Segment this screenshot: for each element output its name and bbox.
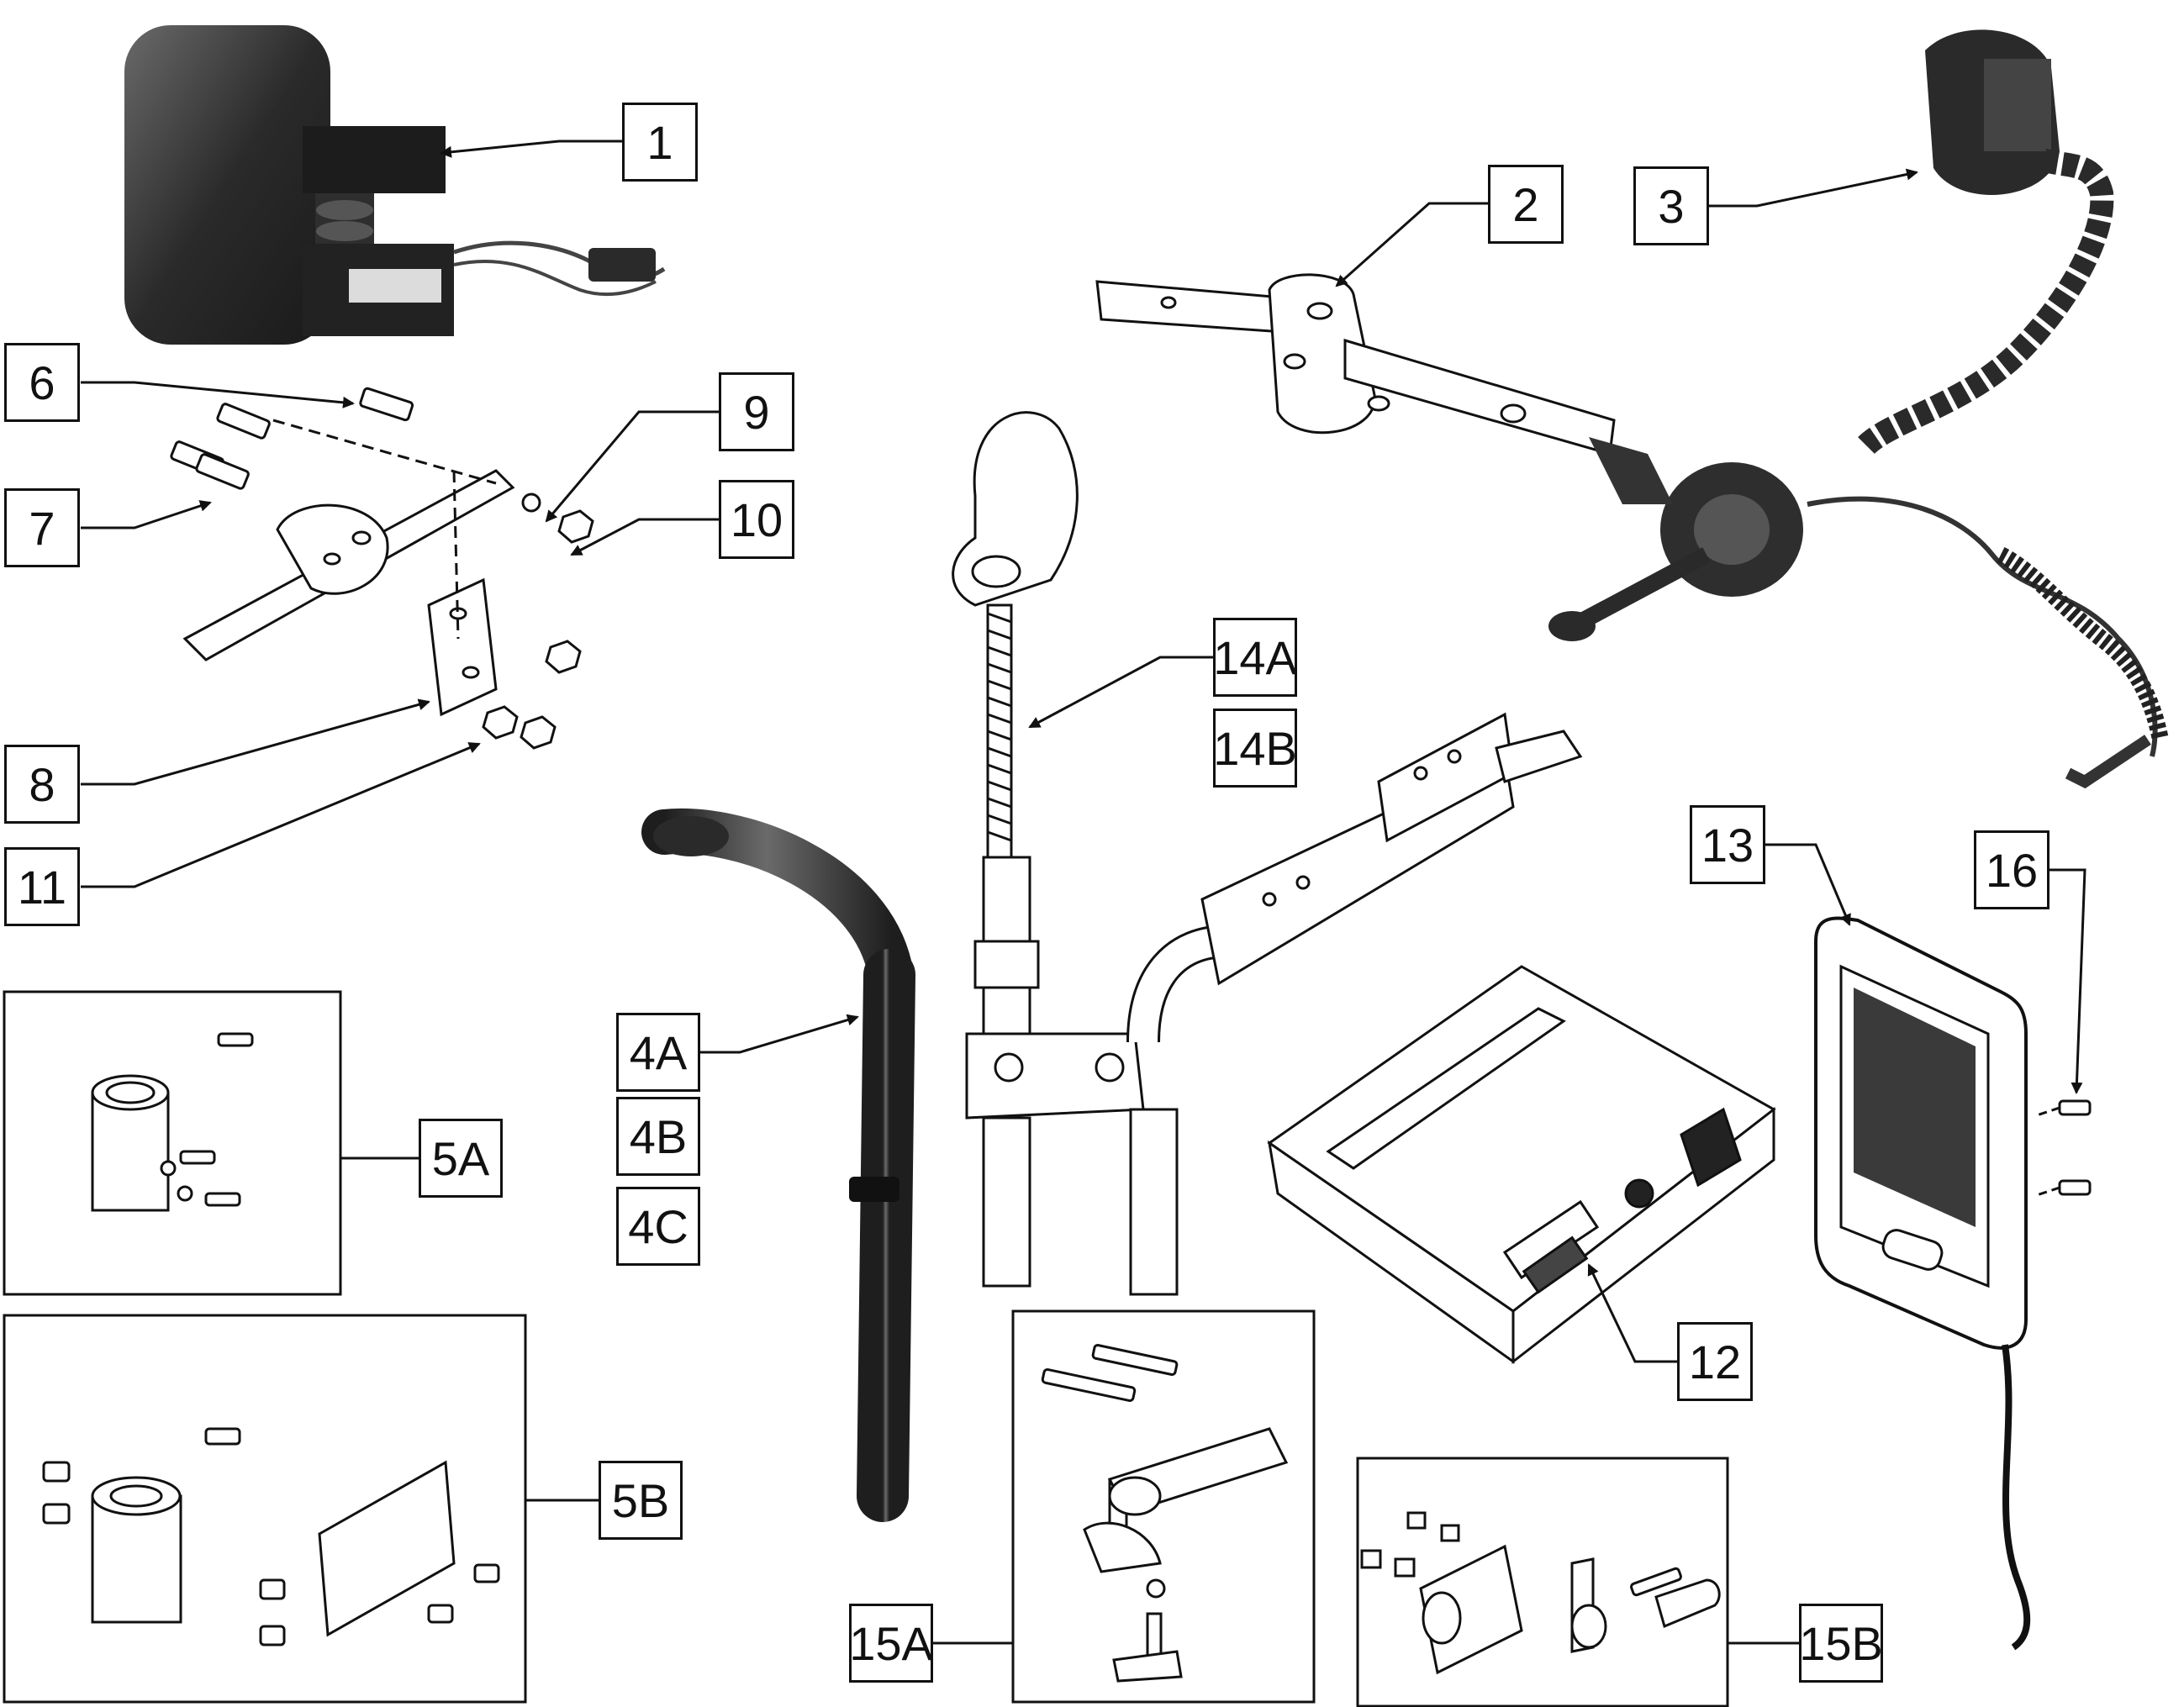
- inset-5b: [3, 1314, 599, 1704]
- callout-2: 2: [1488, 165, 1564, 244]
- callout-14b: 14B: [1213, 709, 1297, 788]
- callout-1: 1: [622, 103, 698, 182]
- callout-14a: 14A: [1213, 618, 1297, 697]
- callout-7: 7: [4, 488, 80, 567]
- parts-6-11-hardware: [170, 387, 594, 750]
- callout-10: 10: [719, 480, 794, 559]
- callout-3: 3: [1633, 166, 1709, 245]
- callout-4c: 4C: [616, 1187, 700, 1266]
- callout-11: 11: [4, 847, 80, 926]
- part-4-curved-tube: [641, 809, 915, 1522]
- part-3-switch-cable: [1548, 29, 2169, 789]
- callout-4a: 4A: [616, 1013, 700, 1092]
- callout-15a: 15A: [849, 1604, 933, 1683]
- callout-5b: 5B: [599, 1461, 683, 1540]
- callout-15b: 15B: [1799, 1604, 1883, 1683]
- part-16-screws: [2034, 1099, 2092, 1198]
- leader-lines: [81, 140, 2086, 1363]
- callout-5a: 5A: [419, 1119, 503, 1198]
- part-12-control-box: [1267, 965, 1776, 1365]
- part-13-display: [1814, 916, 2031, 1651]
- inset-5a: [3, 990, 419, 1296]
- part-1-head-switch: [124, 25, 666, 345]
- inset-15a: [933, 1309, 1316, 1704]
- callout-4b: 4B: [616, 1097, 700, 1176]
- part-14-gooseneck-mount: [952, 411, 1583, 1296]
- callout-8: 8: [4, 745, 80, 824]
- callout-13: 13: [1690, 805, 1765, 884]
- callout-12: 12: [1677, 1322, 1753, 1401]
- part-2-bracket: [1095, 273, 1616, 456]
- inset-15b: [1356, 1457, 1799, 1707]
- callout-9: 9: [719, 372, 794, 451]
- callout-16: 16: [1974, 830, 2049, 909]
- callout-6: 6: [4, 343, 80, 422]
